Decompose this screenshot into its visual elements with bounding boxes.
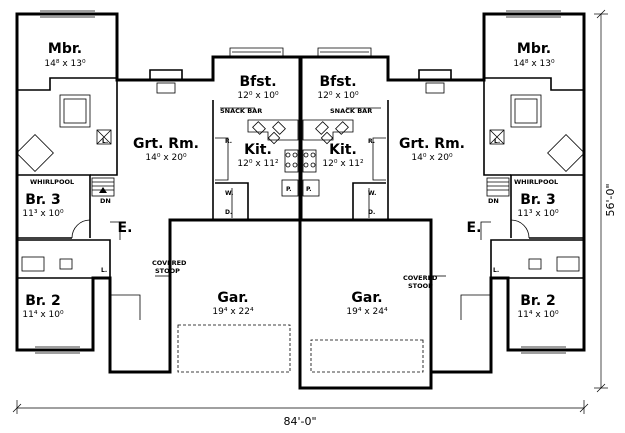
overall-dimensions xyxy=(12,9,608,414)
right-entry-name: E. xyxy=(467,220,482,236)
left-br3-dim: 11³ x 10⁰ xyxy=(22,209,64,219)
left-whirlpool: WHIRLPOOL xyxy=(30,178,74,186)
left-covered: COVERED xyxy=(152,259,187,267)
left-kit-name: Kit. xyxy=(244,142,272,158)
right-down-label: DN xyxy=(488,197,499,205)
left-grtrm-dim: 14⁰ x 20⁰ xyxy=(145,153,187,163)
left-bfst-dim: 12⁰ x 10⁰ xyxy=(237,91,279,101)
left-garage-name: Gar. xyxy=(217,290,248,306)
left-garage-dim: 19⁴ x 22⁴ xyxy=(212,307,254,317)
left-linen-label-1: L. xyxy=(102,138,108,145)
left-dryer-label: D. xyxy=(225,209,232,216)
right-pantry-label: P. xyxy=(306,186,312,193)
right-whirlpool: WHIRLPOOL xyxy=(514,178,558,186)
left-washer-label: W. xyxy=(225,190,233,197)
left-kit-dim: 12⁰ x 11² xyxy=(237,159,279,169)
right-covered: COVERED xyxy=(403,274,438,282)
left-linen-label-2: L. xyxy=(101,267,107,274)
right-stoop: STOOP xyxy=(408,282,433,290)
right-mbr-dim: 14⁸ x 13⁰ xyxy=(513,59,555,69)
right-kit-name: Kit. xyxy=(329,142,357,158)
left-grtrm-name: Grt. Rm. xyxy=(133,136,199,152)
left-bfst-name: Bfst. xyxy=(239,74,276,90)
right-grtrm-name: Grt. Rm. xyxy=(399,136,465,152)
right-br2-name: Br. 2 xyxy=(520,293,556,309)
left-range-label: R. xyxy=(225,138,232,145)
right-br3-name: Br. 3 xyxy=(520,192,556,208)
right-linen-label-1: L. xyxy=(494,138,500,145)
right-washer-label: W. xyxy=(368,190,376,197)
left-down-label: DN xyxy=(100,197,111,205)
right-bfst-name: Bfst. xyxy=(319,74,356,90)
right-garage-name: Gar. xyxy=(351,290,382,306)
right-dryer-label: D. xyxy=(368,209,375,216)
right-br3-dim: 11³ x 10⁰ xyxy=(517,209,559,219)
left-br2-dim: 11⁴ x 10⁰ xyxy=(22,310,64,320)
right-kit-dim: 12⁰ x 11² xyxy=(322,159,364,169)
left-br3-name: Br. 3 xyxy=(25,192,61,208)
right-bfst-dim: 12⁰ x 10⁰ xyxy=(317,91,359,101)
right-garage-wall xyxy=(298,220,433,390)
right-grtrm-dim: 14⁰ x 20⁰ xyxy=(411,153,453,163)
right-range-label: R. xyxy=(368,138,375,145)
right-unit xyxy=(299,10,586,374)
left-br2-name: Br. 2 xyxy=(25,293,61,309)
right-garage-dim: 19⁴ x 24⁴ xyxy=(346,307,388,317)
left-stoop: STOOP xyxy=(155,267,180,275)
left-unit xyxy=(15,10,302,374)
left-entry-name: E. xyxy=(118,220,133,236)
left-pantry-label: P. xyxy=(286,186,292,193)
right-linen-label-2: L. xyxy=(493,267,499,274)
right-snack-bar: SNACK BAR xyxy=(330,107,372,115)
left-mbr-dim: 14⁸ x 13⁰ xyxy=(44,59,86,69)
overall-width-label: 84'-0" xyxy=(283,415,316,428)
right-br2-dim: 11⁴ x 10⁰ xyxy=(517,310,559,320)
overall-depth-label: 56'-0" xyxy=(604,183,617,216)
right-mbr-name: Mbr. xyxy=(517,41,551,57)
left-snack-bar: SNACK BAR xyxy=(220,107,262,115)
left-mbr-name: Mbr. xyxy=(48,41,82,57)
